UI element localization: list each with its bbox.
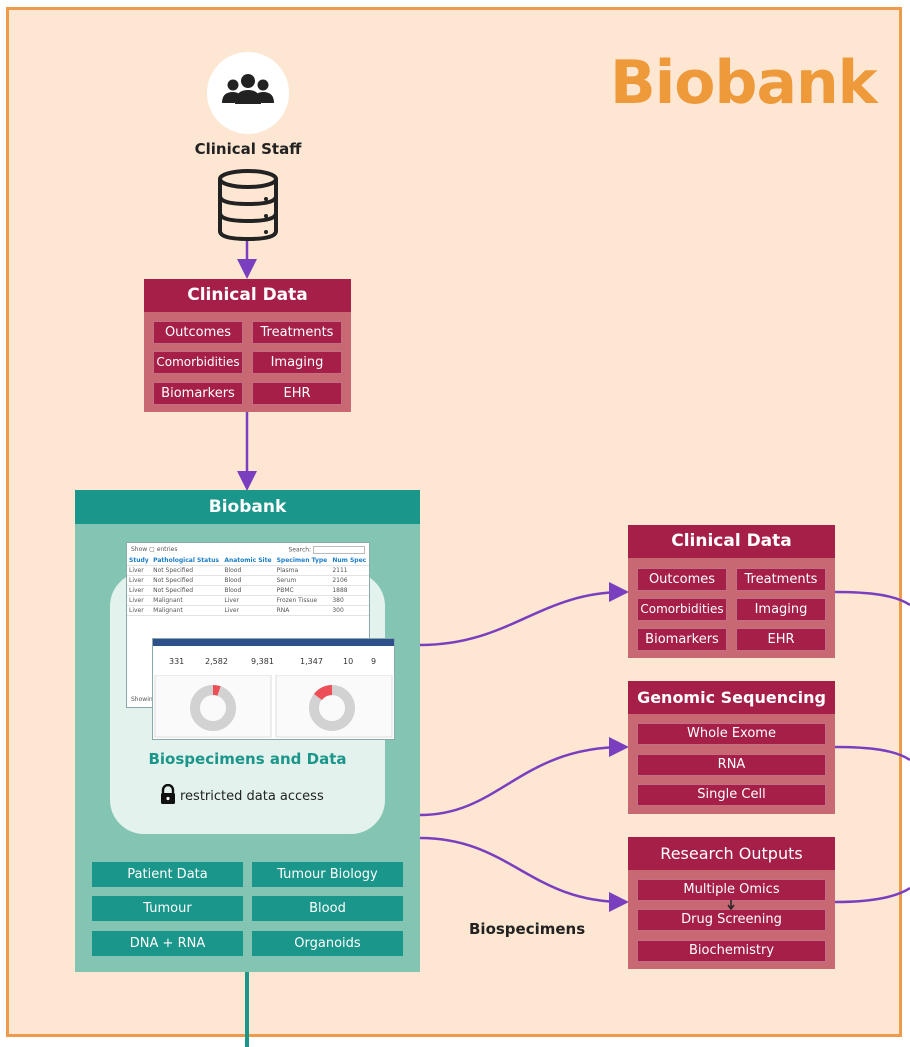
restricted-access-label: restricted data access [180, 789, 324, 804]
restricted-access: restricted data access [160, 783, 324, 804]
clinical-data-card: Clinical Data Outcomes Treatments Comorb… [144, 279, 351, 412]
output-chip-multiple-omics: Multiple Omics [637, 879, 826, 901]
dashboard-kpi-5: 9 [371, 657, 377, 666]
biobank-chip-dna-rna: DNA + RNA [92, 931, 243, 956]
clinical-data-title: Clinical Data [144, 279, 351, 312]
output-research-card: Research Outputs Multiple Omics Drug Scr… [628, 837, 835, 969]
biobank-chip-tumour-biology: Tumour Biology [252, 862, 403, 887]
dashboard-kpi-4: 10 [343, 657, 354, 666]
output-chip-rna: RNA [637, 754, 826, 776]
output-chip-imaging: Imaging [736, 598, 826, 621]
output-clinical-data-title: Clinical Data [628, 525, 835, 558]
biospecimens-caption: Biospecimens [469, 920, 586, 938]
clinical-chip-outcomes: Outcomes [153, 321, 243, 344]
output-chip-drug-screening: Drug Screening [637, 909, 826, 931]
biobank-chip-patient-data: Patient Data [92, 862, 243, 887]
output-chip-whole-exome: Whole Exome [637, 723, 826, 745]
people-icon [222, 74, 274, 104]
dashboard-topbar [153, 639, 394, 646]
biobank-card: Biobank Biospecimens and Data restricted… [75, 490, 420, 972]
output-chip-treatments: Treatments [736, 568, 826, 591]
output-genomic-title: Genomic Sequencing [628, 681, 835, 714]
database-icon [218, 169, 278, 242]
lock-icon [161, 783, 175, 804]
output-chip-comorbidities: Comorbidities [637, 598, 727, 621]
output-chip-biochemistry: Biochemistry [637, 940, 826, 962]
clinical-chip-ehr: EHR [252, 382, 342, 405]
dashboard-kpi-0: 331 [169, 657, 185, 666]
biobank-chip-organoids: Organoids [252, 931, 403, 956]
biospecimens-label: Biospecimens and Data [148, 750, 347, 768]
staff-avatar [207, 52, 289, 134]
dashboard-kpi-3: 1,347 [300, 657, 323, 666]
donut-chart-2 [275, 675, 393, 738]
output-chip-outcomes: Outcomes [637, 568, 727, 591]
biobank-card-title: Biobank [75, 490, 420, 524]
clinical-chip-comorbidities: Comorbidities [153, 351, 243, 374]
biobank-chip-blood: Blood [252, 896, 403, 921]
donut-chart-1 [154, 675, 272, 738]
staff-label: Clinical Staff [194, 140, 302, 158]
biobank-chip-tumour: Tumour [92, 896, 243, 921]
output-chip-ehr: EHR [736, 628, 826, 651]
clinical-chip-biomarkers: Biomarkers [153, 382, 243, 405]
dashboard-screenshot: 331 2,582 9,381 1,347 10 9 [152, 638, 395, 740]
clinical-chip-imaging: Imaging [252, 351, 342, 374]
table-screenshot-grid: Study Pathological Status Anatomic Site … [127, 556, 369, 616]
page-title: Biobank [610, 48, 878, 118]
output-chip-biomarkers: Biomarkers [637, 628, 727, 651]
dashboard-kpi-1: 2,582 [205, 657, 228, 666]
down-arrow-icon [727, 900, 735, 910]
output-genomic-card: Genomic Sequencing Whole Exome RNA Singl… [628, 681, 835, 814]
output-chip-single-cell: Single Cell [637, 784, 826, 806]
table-screenshot-footer: Showing [131, 696, 157, 703]
output-clinical-data-card: Clinical Data Outcomes Treatments Comorb… [628, 525, 835, 658]
clinical-chip-treatments: Treatments [252, 321, 342, 344]
dashboard-kpi-2: 9,381 [251, 657, 274, 666]
table-screenshot-toolbar: Show ▢ entries Search: [127, 543, 369, 556]
output-research-title: Research Outputs [628, 837, 835, 870]
